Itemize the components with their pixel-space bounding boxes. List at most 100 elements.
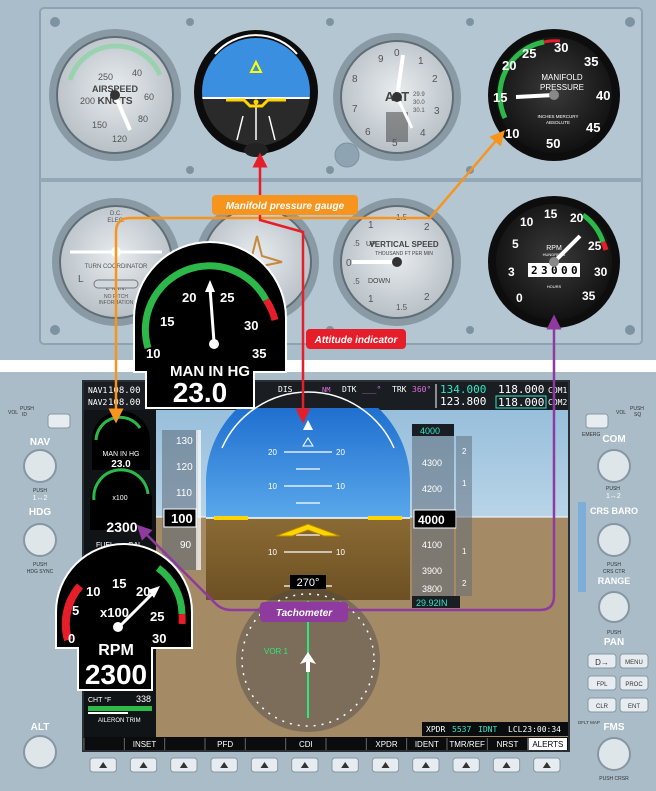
com1-label: COM1: [548, 386, 567, 395]
turn-top-1: D.C.: [110, 211, 122, 217]
callout-manifold: Manifold pressure gauge: [212, 195, 358, 215]
nav-knob[interactable]: [23, 449, 57, 483]
pan-label: PAN: [604, 637, 624, 648]
analog-manifold-pressure-gauge: 10 15 20 25 30 35 40 45 50 MANIFOLD PRES…: [488, 29, 620, 161]
local-time: LCL23:00:34: [508, 725, 561, 734]
vsi-sub: THOUSAND FT PER MIN: [375, 251, 433, 257]
pitch-mark-neg10-right: 10: [336, 548, 345, 557]
ent-button[interactable]: [619, 697, 649, 713]
clr-button[interactable]: [587, 697, 617, 713]
altitude-tape-3800: 3800: [422, 584, 442, 594]
tach-mark-10: 10: [520, 215, 534, 229]
tach-mark-30: 30: [594, 265, 608, 279]
nav2-label: NAV2: [88, 398, 107, 407]
hdg-sync-label: HDG SYNC: [27, 569, 54, 575]
enl-man-mark-25: 25: [220, 290, 234, 305]
direct-to-label: D→: [595, 658, 609, 667]
softkey-up-icon: [99, 762, 108, 768]
proc-button[interactable]: [619, 675, 649, 691]
softkey-up-icon: [502, 762, 511, 768]
com2-label: COM2: [548, 398, 567, 407]
fpl-button[interactable]: [587, 675, 617, 691]
menu-button[interactable]: [619, 653, 649, 669]
altitude-tape-4100: 4100: [422, 540, 442, 550]
tach-mark-35: 35: [582, 289, 596, 303]
enlarged-rpm-gauge: 0 5 10 15 20 25 30 x100 RPM 2300: [55, 543, 193, 691]
altitude-bug: 4000: [420, 426, 440, 436]
callout-tachometer-text: Tachometer: [276, 608, 333, 619]
vsi-mark-up-5: .5: [353, 239, 360, 248]
range-knob[interactable]: [598, 591, 630, 623]
vsi-tape-2-down: 2: [462, 579, 467, 588]
airspeed-mark-150: 150: [92, 120, 107, 130]
tach-hours: HOURS: [547, 284, 562, 289]
tach-label: RPM: [546, 245, 562, 252]
menu-label: MENU: [625, 660, 643, 666]
dtk-value: ___°: [362, 385, 381, 394]
airspeed-mark-80: 80: [138, 114, 148, 124]
softkey-up-icon: [421, 762, 430, 768]
enl-man-mark-15: 15: [160, 314, 174, 329]
left-vol-button[interactable]: [47, 413, 71, 429]
enl-rpm-x100: x100: [100, 605, 129, 620]
left-vol-push: PUSH: [20, 406, 34, 412]
eis-manifold-small: MAN IN HG 23.0: [92, 411, 150, 470]
airspeed-mark-120: 120: [112, 134, 127, 144]
softkey-buttons: [89, 757, 561, 773]
softkey-label: PFD: [217, 740, 233, 749]
fms-knob[interactable]: [597, 737, 631, 771]
nav-push-label: PUSH: [33, 488, 47, 494]
direct-to-button[interactable]: [587, 653, 617, 669]
tach-counter-5: 0: [571, 264, 578, 277]
tach-mark-20: 20: [570, 211, 584, 225]
softkey-label: NRST: [497, 740, 519, 749]
manifold-sub-1: INCHES MERCURY: [538, 114, 579, 119]
altimeter-digit-8: 8: [352, 74, 358, 85]
hsi-vor: VOR 1: [264, 647, 289, 656]
trk-label: TRK: [392, 385, 407, 394]
eis-man-label-small: MAN IN HG: [103, 451, 140, 458]
tach-sub: HUNDREDS: [543, 252, 566, 257]
fpl-label: FPL: [596, 682, 608, 688]
com-12-label: 1↔2: [606, 493, 621, 500]
manifold-mark-30: 30: [554, 40, 568, 55]
hdg-knob-label: HDG: [29, 507, 51, 518]
push-crsr-label: PUSH CRSR: [599, 776, 629, 782]
eis-man-value-small: 23.0: [111, 459, 131, 470]
right-vol-button[interactable]: [585, 413, 609, 429]
enl-man-value: 23.0: [173, 377, 228, 408]
vsi-title: VERTICAL SPEED: [369, 240, 438, 249]
manifold-mark-20: 20: [502, 58, 516, 73]
cht-label: CHT °F: [88, 696, 111, 704]
manifold-mark-45: 45: [586, 120, 600, 135]
com-knob[interactable]: [597, 449, 631, 483]
hdg-knob[interactable]: [23, 523, 57, 557]
callout-arrows: [108, 130, 562, 612]
alt-knob[interactable]: [23, 735, 57, 769]
altitude-tape-4200: 4200: [422, 484, 442, 494]
xpdr-label: XPDR: [426, 725, 445, 734]
altimeter-baro-1: 29.9: [413, 92, 425, 98]
airspeed-mark-200: 200: [80, 96, 95, 106]
pfd-altitude-tape: 4000 4300 4200 4100 3900 3800 4000 29.92…: [412, 424, 472, 608]
softkey-label: ALERTS: [532, 740, 563, 749]
enl-man-mark-10: 10: [146, 346, 160, 361]
enl-rpm-mark-30: 30: [152, 631, 166, 646]
dflt-map-label: DFLT MAP: [578, 720, 600, 725]
callout-attitude-text: Attitude indicator: [314, 335, 399, 346]
manifold-mark-40: 40: [596, 88, 610, 103]
turn-l: L: [78, 274, 84, 285]
com2-standby: 118.000: [498, 396, 544, 409]
softkey-label: XPDR: [375, 740, 397, 749]
enl-rpm-mark-10: 10: [86, 584, 100, 599]
airspeed-mark-250: 250: [98, 72, 113, 82]
crs-push-label: PUSH: [607, 562, 621, 568]
softkey-alerts-highlight: [528, 738, 567, 750]
pitch-mark-20-left: 20: [268, 448, 277, 457]
softkey-up-icon: [462, 762, 471, 768]
com1-standby: 118.000: [498, 383, 544, 396]
dis-label: DIS: [278, 385, 293, 394]
crs-baro-knob[interactable]: [597, 523, 631, 557]
softkey-label: TMR/REF: [449, 740, 485, 749]
